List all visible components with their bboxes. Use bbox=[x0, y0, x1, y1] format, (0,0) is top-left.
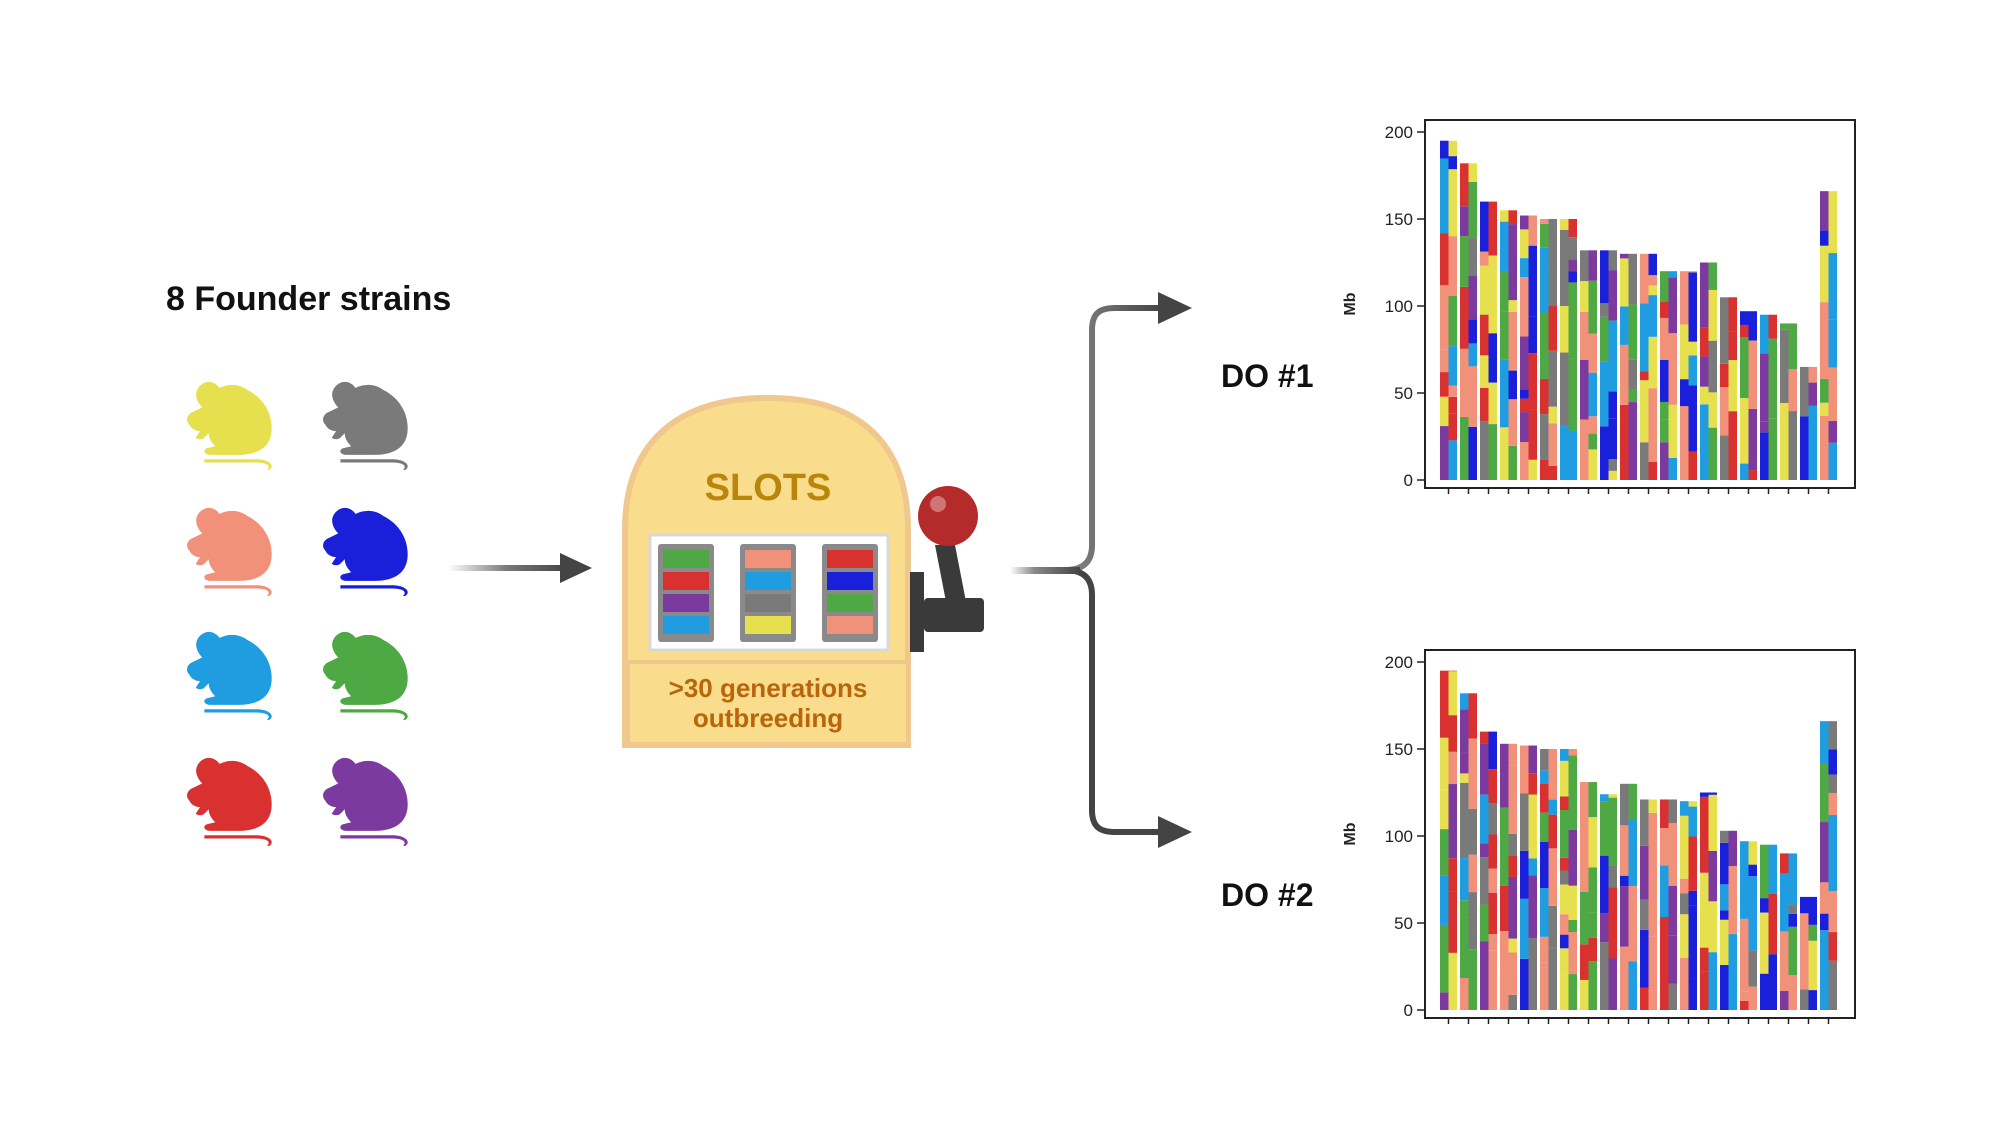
reel-symbol bbox=[745, 594, 791, 612]
blue-mouse-icon bbox=[323, 507, 408, 596]
chromosome-bar bbox=[1700, 792, 1717, 1010]
y-tick-label: 100 bbox=[1385, 827, 1413, 846]
reel-2 bbox=[740, 544, 796, 642]
chromosome-bar bbox=[1820, 721, 1837, 1010]
chromosome-bar bbox=[1600, 794, 1617, 1010]
slot-lever bbox=[910, 486, 984, 652]
red-mouse-icon bbox=[187, 757, 272, 846]
do2-label: DO #2 bbox=[1221, 877, 1314, 913]
chromosome-bar bbox=[1520, 215, 1537, 480]
y-tick-label: 150 bbox=[1385, 740, 1413, 759]
chromosome-bar bbox=[1660, 271, 1677, 480]
chromosome-bar bbox=[1460, 163, 1477, 480]
chromosome-bar bbox=[1480, 731, 1497, 1010]
chromosome-bar bbox=[1440, 140, 1457, 480]
reel-symbol bbox=[827, 550, 873, 568]
chromosome-bar bbox=[1700, 262, 1717, 480]
reel-symbol bbox=[745, 616, 791, 634]
y-tick-label: 200 bbox=[1385, 123, 1413, 142]
y-tick-label: 0 bbox=[1404, 1001, 1413, 1020]
chromosome-bar bbox=[1540, 219, 1557, 480]
purple-mouse-icon bbox=[323, 757, 408, 846]
chromosome-bar bbox=[1800, 896, 1817, 1010]
yellow-mouse-icon bbox=[187, 381, 272, 470]
reel-symbol bbox=[663, 594, 709, 612]
slot-machine: SLOTS >30 generations outbreeding bbox=[622, 394, 984, 748]
chromosome-bar bbox=[1440, 670, 1457, 1010]
founder-strains-grid bbox=[187, 381, 408, 846]
chromosome-bar bbox=[1580, 250, 1597, 480]
reel-1 bbox=[658, 544, 714, 642]
reel-3 bbox=[822, 544, 878, 642]
reel-symbol bbox=[745, 572, 791, 590]
chromosome-bar bbox=[1780, 323, 1797, 480]
chromosome-bar bbox=[1500, 743, 1517, 1010]
arrow-head-do1 bbox=[1158, 292, 1192, 324]
mosaic-mouse-icon bbox=[1223, 265, 1310, 355]
y-axis-label: Mb bbox=[1342, 292, 1359, 315]
chromosome-bar bbox=[1740, 311, 1757, 480]
chromosome-bar bbox=[1720, 297, 1737, 480]
chromosome-bar bbox=[1560, 749, 1577, 1010]
green-mouse-icon bbox=[323, 631, 408, 720]
y-tick-label: 100 bbox=[1385, 297, 1413, 316]
chromosome-bar bbox=[1740, 841, 1757, 1010]
chromosome-bar bbox=[1800, 366, 1817, 480]
mosaic-mouse-icon bbox=[1223, 788, 1310, 879]
chromosome-bar bbox=[1480, 201, 1497, 480]
reel-symbol bbox=[745, 550, 791, 568]
lever-knob-icon bbox=[918, 486, 978, 546]
do-mice bbox=[1223, 265, 1310, 879]
reel-symbol bbox=[827, 572, 873, 590]
chromosome-bar bbox=[1620, 253, 1637, 480]
slot-machine-title: SLOTS bbox=[705, 467, 832, 509]
y-tick-label: 0 bbox=[1404, 471, 1413, 490]
chromosome-bar bbox=[1760, 314, 1777, 480]
caption-line-2: outbreeding bbox=[693, 703, 843, 733]
y-tick-label: 50 bbox=[1394, 914, 1413, 933]
y-axis-label: Mb bbox=[1342, 822, 1359, 845]
chromosome-bar bbox=[1640, 799, 1657, 1010]
chromosome-bar bbox=[1460, 693, 1477, 1010]
chromosome-bar bbox=[1720, 830, 1737, 1010]
do1-label: DO #1 bbox=[1221, 358, 1314, 394]
gray-mouse-icon bbox=[323, 381, 408, 470]
y-tick-label: 200 bbox=[1385, 653, 1413, 672]
chromosome-bar bbox=[1540, 749, 1557, 1010]
founder-strains-title: 8 Founder strains bbox=[166, 280, 452, 318]
chromosome-bar bbox=[1500, 210, 1517, 480]
chromosome-bar bbox=[1760, 844, 1777, 1010]
reel-symbol bbox=[663, 572, 709, 590]
caption-line-1: >30 generations bbox=[669, 673, 868, 703]
reel-symbol bbox=[663, 616, 709, 634]
reel-symbol bbox=[663, 550, 709, 568]
reel-symbol bbox=[827, 594, 873, 612]
branch-arrows bbox=[1010, 292, 1192, 848]
chromosome-bar bbox=[1640, 253, 1657, 480]
caption-panel bbox=[626, 660, 910, 746]
reel-symbol bbox=[827, 616, 873, 634]
chromosome-bar bbox=[1680, 801, 1697, 1010]
chromosome-bar bbox=[1580, 782, 1597, 1010]
chromosome-bar bbox=[1520, 745, 1537, 1010]
chromosome-bar bbox=[1680, 271, 1697, 480]
chromosome-bar bbox=[1780, 853, 1797, 1010]
chromosome-bar bbox=[1660, 799, 1677, 1010]
y-tick-label: 150 bbox=[1385, 210, 1413, 229]
salmon-mouse-icon bbox=[187, 507, 272, 596]
arrow-head-do2 bbox=[1158, 816, 1192, 848]
chromosome-bar bbox=[1560, 219, 1577, 480]
arrow-to-slots bbox=[448, 553, 592, 583]
chromosome-bar bbox=[1600, 250, 1617, 480]
chromosome-bar bbox=[1620, 783, 1637, 1010]
lightblue-mouse-icon bbox=[187, 631, 272, 720]
y-tick-label: 50 bbox=[1394, 384, 1413, 403]
chromosome-bar bbox=[1820, 191, 1837, 480]
slot-reels bbox=[658, 544, 878, 642]
